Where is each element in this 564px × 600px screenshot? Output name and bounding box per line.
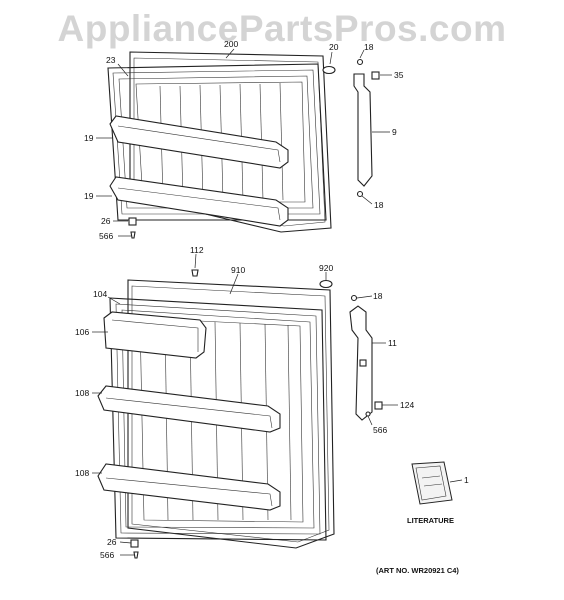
callout-200: 200	[224, 39, 239, 49]
callout-566-bot: 566	[100, 550, 115, 560]
watermark-logo: AppliancePartsPros.com	[57, 8, 507, 49]
callout-leaders	[92, 48, 463, 556]
callout-35: 35	[394, 70, 404, 80]
callout-1: 1	[464, 475, 469, 485]
callout-26-bot: 26	[107, 537, 117, 547]
callout-104: 104	[93, 289, 108, 299]
callout-19-a: 19	[84, 133, 94, 143]
callout-920: 920	[319, 263, 334, 273]
callout-108-a: 108	[75, 388, 90, 398]
fresh-food-hinge-assembly	[130, 269, 383, 559]
literature-booklet	[411, 461, 453, 505]
callout-566-top: 566	[99, 231, 114, 241]
callout-18-top: 18	[364, 42, 374, 52]
freezer-door	[107, 51, 332, 233]
callout-20: 20	[329, 42, 339, 52]
callout-566-mid: 566	[373, 425, 388, 435]
callout-910: 910	[231, 265, 246, 275]
callout-112: 112	[190, 245, 204, 255]
art-number: (ART NO. WR20921 C4)	[376, 566, 459, 575]
callout-19-b: 19	[84, 191, 94, 201]
callout-18-low: 18	[373, 291, 383, 301]
callout-23: 23	[106, 55, 116, 65]
callout-9: 9	[392, 127, 397, 137]
callout-108-b: 108	[75, 468, 90, 478]
fresh-food-door	[97, 279, 335, 549]
callout-124: 124	[400, 400, 415, 410]
callout-11: 11	[388, 338, 397, 348]
literature-label: LITERATURE	[407, 516, 454, 525]
freezer-hinge-assembly	[128, 58, 380, 239]
callout-26-top: 26	[101, 216, 111, 226]
callout-18-mid: 18	[374, 200, 384, 210]
callout-106: 106	[75, 327, 90, 337]
